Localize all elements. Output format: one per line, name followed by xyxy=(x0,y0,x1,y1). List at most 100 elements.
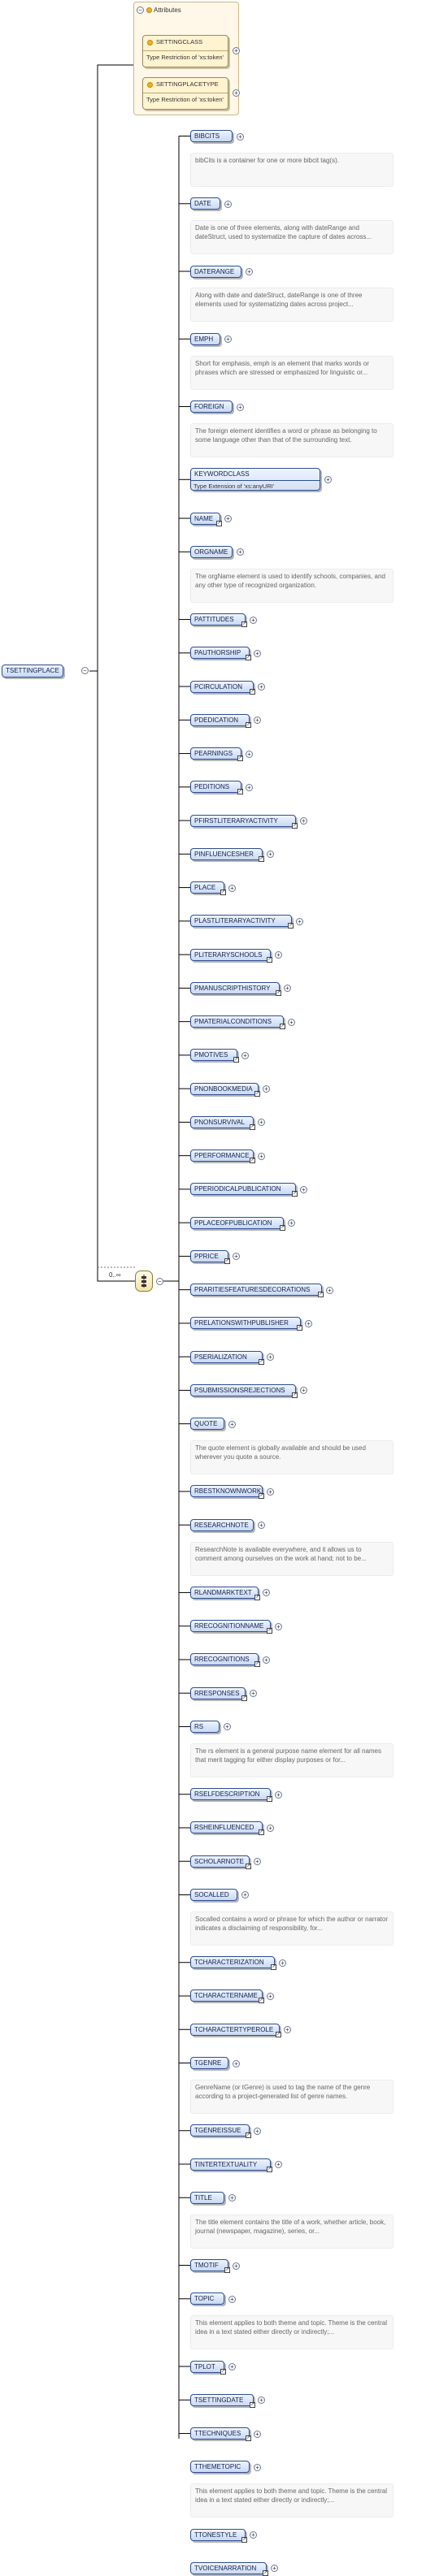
element-quote[interactable]: QUOTE xyxy=(190,1418,224,1431)
element-pperiodicalpublication[interactable]: PPERIODICALPUBLICATION xyxy=(190,1183,296,1196)
element-expand-icon[interactable]: + xyxy=(233,2262,240,2270)
element-pmanuscripthistory[interactable]: PMANUSCRIPTHISTORY xyxy=(190,981,280,994)
element-expand-icon[interactable]: + xyxy=(263,1656,270,1664)
element-emph[interactable]: EMPH xyxy=(190,332,220,345)
element-pinfluencesher[interactable]: PINFLUENCESHER xyxy=(190,847,263,860)
element-expand-icon[interactable]: + xyxy=(254,649,261,657)
element-pplaceofpublication[interactable]: PPLACEOFPUBLICATION xyxy=(190,1216,284,1229)
element-expand-icon[interactable]: + xyxy=(284,2026,291,2034)
element-tsettingdate[interactable]: TSETTINGDATE xyxy=(190,2393,254,2406)
element-expand-icon[interactable]: + xyxy=(254,1858,261,1866)
element-pnonbookmedia[interactable]: PNONBOOKMEDIA xyxy=(190,1082,259,1095)
element-foreign[interactable]: FOREIGN xyxy=(190,400,233,413)
element-daterange[interactable]: DATERANGE xyxy=(190,265,241,278)
element-pattitudes[interactable]: PATTITUDES xyxy=(190,613,246,626)
element-socalled[interactable]: SOCALLED xyxy=(190,1888,237,1901)
element-pprice[interactable]: PPRICE xyxy=(190,1249,228,1262)
element-expand-icon[interactable]: + xyxy=(288,1219,295,1227)
element-tplot[interactable]: TPLOT xyxy=(190,2360,224,2373)
element-expand-icon[interactable]: + xyxy=(275,1790,282,1799)
attributes-collapse-icon[interactable]: − xyxy=(137,6,144,14)
element-prelationswithpublisher[interactable]: PRELATIONSWITHPUBLISHER xyxy=(190,1317,301,1330)
element-rs[interactable]: RS xyxy=(190,1720,220,1733)
element-pmotives[interactable]: PMOTIVES xyxy=(190,1049,237,1062)
element-expand-icon[interactable]: + xyxy=(246,750,253,758)
element-expand-icon[interactable]: + xyxy=(254,717,261,725)
element-tcharacterization[interactable]: TCHARACTERIZATION xyxy=(190,1956,275,1969)
element-pfirstliteraryactivity[interactable]: PFIRSTLITERARYACTIVITY xyxy=(190,814,296,827)
element-expand-icon[interactable]: + xyxy=(246,783,253,791)
element-expand-icon[interactable]: + xyxy=(254,2127,261,2135)
element-rselfdescription[interactable]: RSELFDESCRIPTION xyxy=(190,1788,271,1801)
element-expand-icon[interactable]: + xyxy=(263,1085,270,1093)
element-rrecognitionname[interactable]: RRECOGNITIONNAME xyxy=(190,1620,271,1633)
element-ttechniques[interactable]: TTECHNIQUES xyxy=(190,2427,250,2440)
element-tthemetopic[interactable]: TTHEMETOPIC xyxy=(190,2461,250,2474)
element-tgenreissue[interactable]: TGENREISSUE xyxy=(190,2124,250,2137)
element-expand-icon[interactable]: + xyxy=(267,1992,274,2000)
element-expand-icon[interactable]: + xyxy=(250,616,257,624)
element-expand-icon[interactable]: + xyxy=(258,1522,265,1530)
element-expand-icon[interactable]: + xyxy=(237,548,244,556)
element-name[interactable]: NAME xyxy=(190,512,220,525)
element-expand-icon[interactable]: + xyxy=(228,1420,236,1428)
element-expand-icon[interactable]: + xyxy=(233,1253,240,1261)
element-ttonestyle[interactable]: TTONESTYLE xyxy=(190,2528,246,2541)
element-expand-icon[interactable]: + xyxy=(246,268,253,275)
element-expand-icon[interactable]: + xyxy=(241,1051,249,1059)
element-expand-icon[interactable]: + xyxy=(224,1723,231,1731)
element-expand-icon[interactable]: + xyxy=(250,1690,257,1698)
element-tcharactertyperole[interactable]: TCHARACTERTYPEROLE xyxy=(190,2023,280,2036)
element-expand-icon[interactable]: + xyxy=(300,817,307,825)
element-expand-icon[interactable]: + xyxy=(300,1387,307,1395)
element-expand-icon[interactable]: + xyxy=(267,1487,274,1496)
element-expand-icon[interactable]: + xyxy=(267,1353,274,1362)
element-rrecognitions[interactable]: RRECOGNITIONS xyxy=(190,1653,259,1666)
element-bibcits[interactable]: BIBCITS xyxy=(190,130,233,142)
sequence-collapse-icon[interactable]: − xyxy=(156,1278,163,1285)
sequence-compositor[interactable] xyxy=(135,1271,153,1292)
element-expand-icon[interactable]: + xyxy=(267,851,274,859)
element-scholarnote[interactable]: SCHOLARNOTE xyxy=(190,1855,250,1868)
element-psubmissionsrejections[interactable]: PSUBMISSIONSREJECTIONS xyxy=(190,1383,296,1396)
element-expand-icon[interactable]: + xyxy=(300,1185,307,1193)
element-expand-icon[interactable]: + xyxy=(258,1152,265,1160)
element-tcharactername[interactable]: TCHARACTERNAME xyxy=(190,1989,263,2002)
element-expand-icon[interactable]: + xyxy=(224,200,232,208)
element-expand-icon[interactable]: + xyxy=(228,2295,236,2303)
element-pperformance[interactable]: PPERFORMANCE xyxy=(190,1149,254,1162)
element-expand-icon[interactable]: + xyxy=(275,951,282,959)
element-expand-icon[interactable]: + xyxy=(224,336,232,344)
element-date[interactable]: DATE xyxy=(190,197,220,210)
element-expand-icon[interactable]: + xyxy=(275,1622,282,1630)
element-tmotif[interactable]: TMOTIF xyxy=(190,2259,228,2272)
element-rbestknownwork[interactable]: RBESTKNOWNWORK xyxy=(190,1485,263,1498)
element-expand-icon[interactable]: + xyxy=(258,1119,265,1127)
element-title[interactable]: TITLE xyxy=(190,2191,224,2204)
element-expand-icon[interactable]: + xyxy=(233,2059,240,2067)
element-expand-icon[interactable]: + xyxy=(254,2430,261,2438)
attribute-expand-icon[interactable]: + xyxy=(233,89,240,97)
element-expand-icon[interactable]: + xyxy=(228,2363,236,2371)
element-expand-icon[interactable]: + xyxy=(296,917,303,925)
element-expand-icon[interactable]: + xyxy=(258,2396,265,2405)
attribute-settingclass[interactable]: SETTINGCLASS Type Restriction of 'xs:tok… xyxy=(142,35,228,67)
element-plastliteraryactivity[interactable]: PLASTLITERARYACTIVITY xyxy=(190,915,292,928)
element-rresponses[interactable]: RRESPONSES xyxy=(190,1686,246,1699)
element-expand-icon[interactable]: + xyxy=(237,403,244,411)
element-expand-icon[interactable]: + xyxy=(263,1589,270,1597)
element-tintertextuality[interactable]: TINTERTEXTUALITY xyxy=(190,2158,271,2171)
element-pauthorship[interactable]: PAUTHORSHIP xyxy=(190,647,250,660)
element-expand-icon[interactable]: + xyxy=(241,1891,249,1899)
element-pdedication[interactable]: PDEDICATION xyxy=(190,713,250,726)
element-peditions[interactable]: PEDITIONS xyxy=(190,781,241,794)
element-pmaterialconditions[interactable]: PMATERIALCONDITIONS xyxy=(190,1015,284,1028)
root-element[interactable]: TSETTINGPLACE xyxy=(2,665,63,678)
element-expand-icon[interactable]: + xyxy=(258,683,265,691)
element-expand-icon[interactable]: + xyxy=(254,2463,261,2471)
element-pnonsurvival[interactable]: PNONSURVIVAL xyxy=(190,1115,254,1128)
element-tvoicenarration[interactable]: TVOICENARRATION xyxy=(190,2561,267,2574)
attribute-expand-icon[interactable]: + xyxy=(233,47,240,54)
element-pserialization[interactable]: PSERIALIZATION xyxy=(190,1350,263,1363)
